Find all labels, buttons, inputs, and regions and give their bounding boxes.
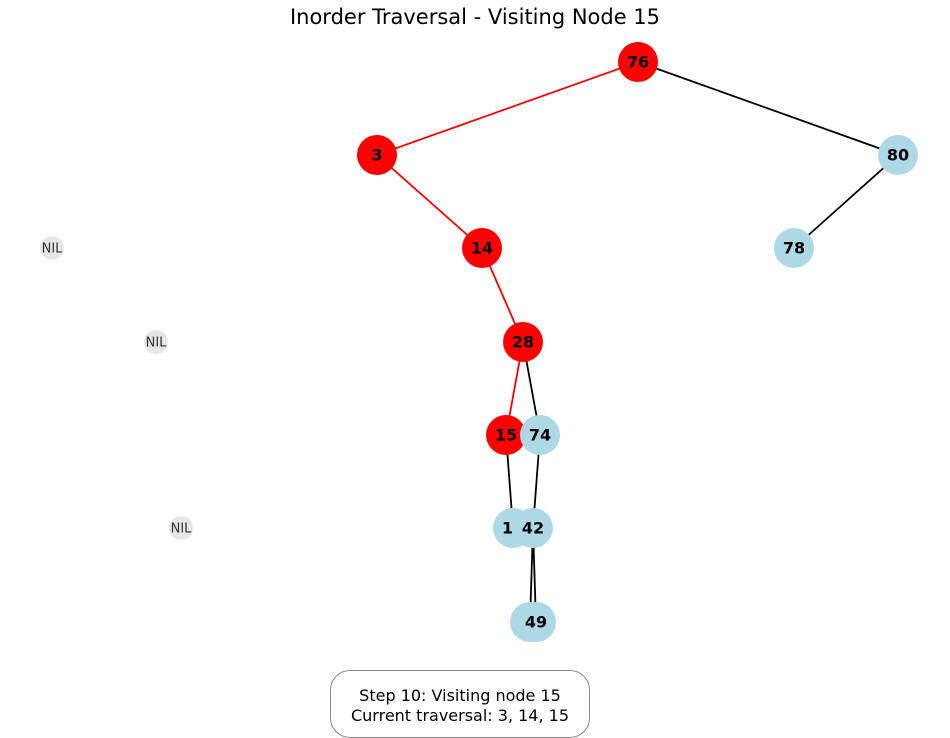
tree-node-28: 28 [503, 322, 543, 362]
tree-node-label: 28 [512, 333, 534, 352]
nil-node-label: NIL [171, 522, 193, 537]
tree-node-circle [486, 415, 526, 455]
tree-node-circle [774, 228, 814, 268]
tree-node-circle [516, 602, 556, 642]
tree-node-14: 14 [462, 228, 502, 268]
nil-node-circle [169, 516, 193, 540]
tree-node-76: 76 [618, 42, 658, 82]
tree-node-3: 3 [357, 135, 397, 175]
edge-3-14 [376, 154, 483, 249]
tree-node-label: 80 [887, 146, 909, 165]
tree-node-circle [878, 135, 918, 175]
nil-node: NIL [40, 236, 64, 260]
tree-node-42: 42 [513, 508, 553, 548]
nil-node-circle [40, 236, 64, 260]
tree-node-circle [618, 42, 658, 82]
tree-node-label: 15 [495, 426, 517, 445]
edge-76-3 [376, 61, 639, 156]
traversal-text: Current traversal: 3, 14, 15 [350, 706, 570, 725]
step-text: Step 10: Visiting node 15 [359, 686, 561, 705]
status-box: Step 10: Visiting node 15 Current traver… [330, 670, 590, 738]
edge-80-78 [793, 154, 899, 249]
tree-node-label: 76 [627, 53, 649, 72]
tree-node-80: 80 [878, 135, 918, 175]
nil-node-label: NIL [42, 242, 64, 257]
tree-node-label: 74 [529, 426, 551, 445]
tree-node-circle [357, 135, 397, 175]
tree-node-label: 3 [371, 146, 382, 165]
tree-node-74: 74 [520, 415, 560, 455]
tree-node-label: 49 [525, 613, 547, 632]
tree-node-circle [513, 508, 553, 548]
tree-node-label: 78 [783, 239, 805, 258]
tree-node-label: 42 [522, 519, 544, 538]
nil-node: NIL [169, 516, 193, 540]
edge-76-80 [637, 61, 899, 156]
tree-node-15: 15 [486, 415, 526, 455]
tree-node-label: 14 [471, 239, 493, 258]
diagram-title: Inorder Traversal - Visiting Node 15 [289, 5, 661, 29]
nil-node-label: NIL [146, 336, 168, 351]
tree-node-circle [520, 415, 560, 455]
nil-node-circle [144, 330, 168, 354]
nil-node: NIL [144, 330, 168, 354]
tree-node-circle [462, 228, 502, 268]
tree-node-49: 49 [516, 602, 556, 642]
tree-node-78: 78 [774, 228, 814, 268]
tree-node-circle [503, 322, 543, 362]
